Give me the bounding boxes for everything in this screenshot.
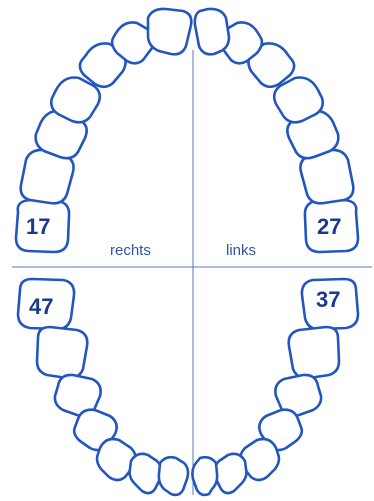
side-label-left: links — [226, 242, 256, 259]
tooth-42[interactable] — [130, 454, 162, 493]
tooth-number-47: 47 — [29, 294, 53, 319]
tooth-31[interactable] — [192, 457, 217, 495]
tooth-36[interactable] — [289, 327, 339, 378]
tooth-11[interactable] — [148, 9, 191, 54]
tooth-number-37: 37 — [316, 287, 340, 312]
tooth-21[interactable] — [195, 9, 229, 54]
tooth-14[interactable] — [51, 78, 100, 123]
tooth-24[interactable] — [274, 78, 323, 123]
tooth-46[interactable] — [37, 327, 87, 378]
tooth-32[interactable] — [215, 454, 247, 493]
tooth-number-27: 27 — [317, 214, 341, 239]
tooth-number-17: 17 — [26, 214, 50, 239]
tooth-41[interactable] — [159, 457, 188, 495]
side-label-right: rechts — [110, 242, 151, 259]
